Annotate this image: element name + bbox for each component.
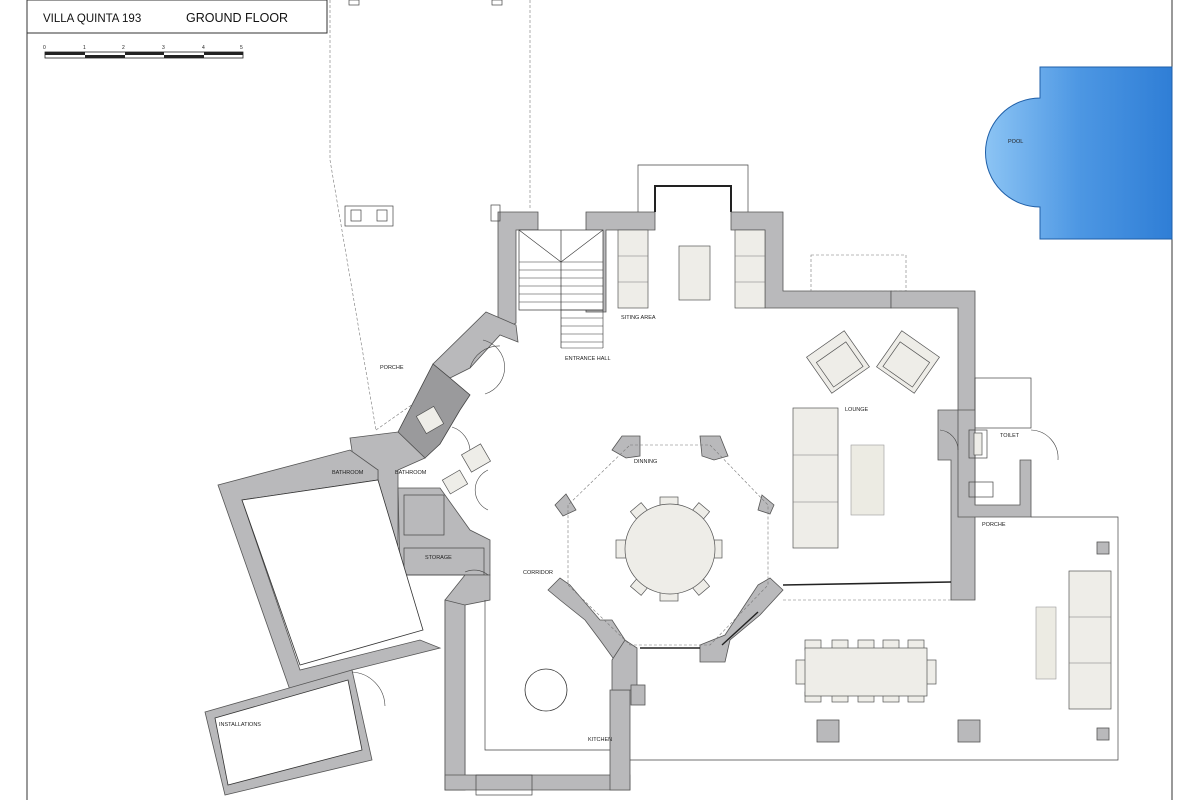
furniture [441,229,1112,712]
label-storage: STORAGE [425,555,452,561]
label-porche-east: PORCHE [982,522,1006,528]
label-toilet: TOILET [1000,433,1020,439]
scale-tick-5: 5 [240,45,243,51]
scale-tick-3: 3 [162,45,165,51]
scale-tick-4: 4 [202,45,205,51]
scale-tick-0: 0 [43,45,46,51]
villa-name: VILLA QUINTA 193 [43,13,141,25]
label-lounge: LOUNGE [845,407,869,413]
floor-name: GROUND FLOOR [186,11,288,25]
label-porche-west: PORCHE [380,365,404,371]
east-porch [630,516,1119,761]
doors [351,339,1059,707]
porch-dining [795,639,937,703]
label-installations: INSTALLATIONS [219,722,261,728]
scale-bar: 0 1 2 3 4 5 [43,45,244,59]
staircase [518,229,604,349]
dining-chairs [615,496,723,602]
label-kitchen: KITCHEN [588,737,612,743]
title-block: VILLA QUINTA 193 GROUND FLOOR [26,0,328,34]
scale-tick-2: 2 [122,45,125,51]
label-bathroom-2: BATHROOM [395,470,427,476]
pool: POOL [985,66,1173,240]
label-dining: DINNING [634,459,657,465]
room-labels: SITING AREA ENTRANCE HALL PORCHE LOUNGE … [219,315,1020,743]
label-siting-area: SITING AREA [621,315,656,321]
label-bathroom-1: BATHROOM [332,470,364,476]
walls [204,164,1032,796]
scale-tick-1: 1 [83,45,86,51]
label-entrance-hall: ENTRANCE HALL [565,356,611,362]
pool-label: POOL [1008,139,1023,145]
label-corridor: CORRIDOR [523,570,553,576]
